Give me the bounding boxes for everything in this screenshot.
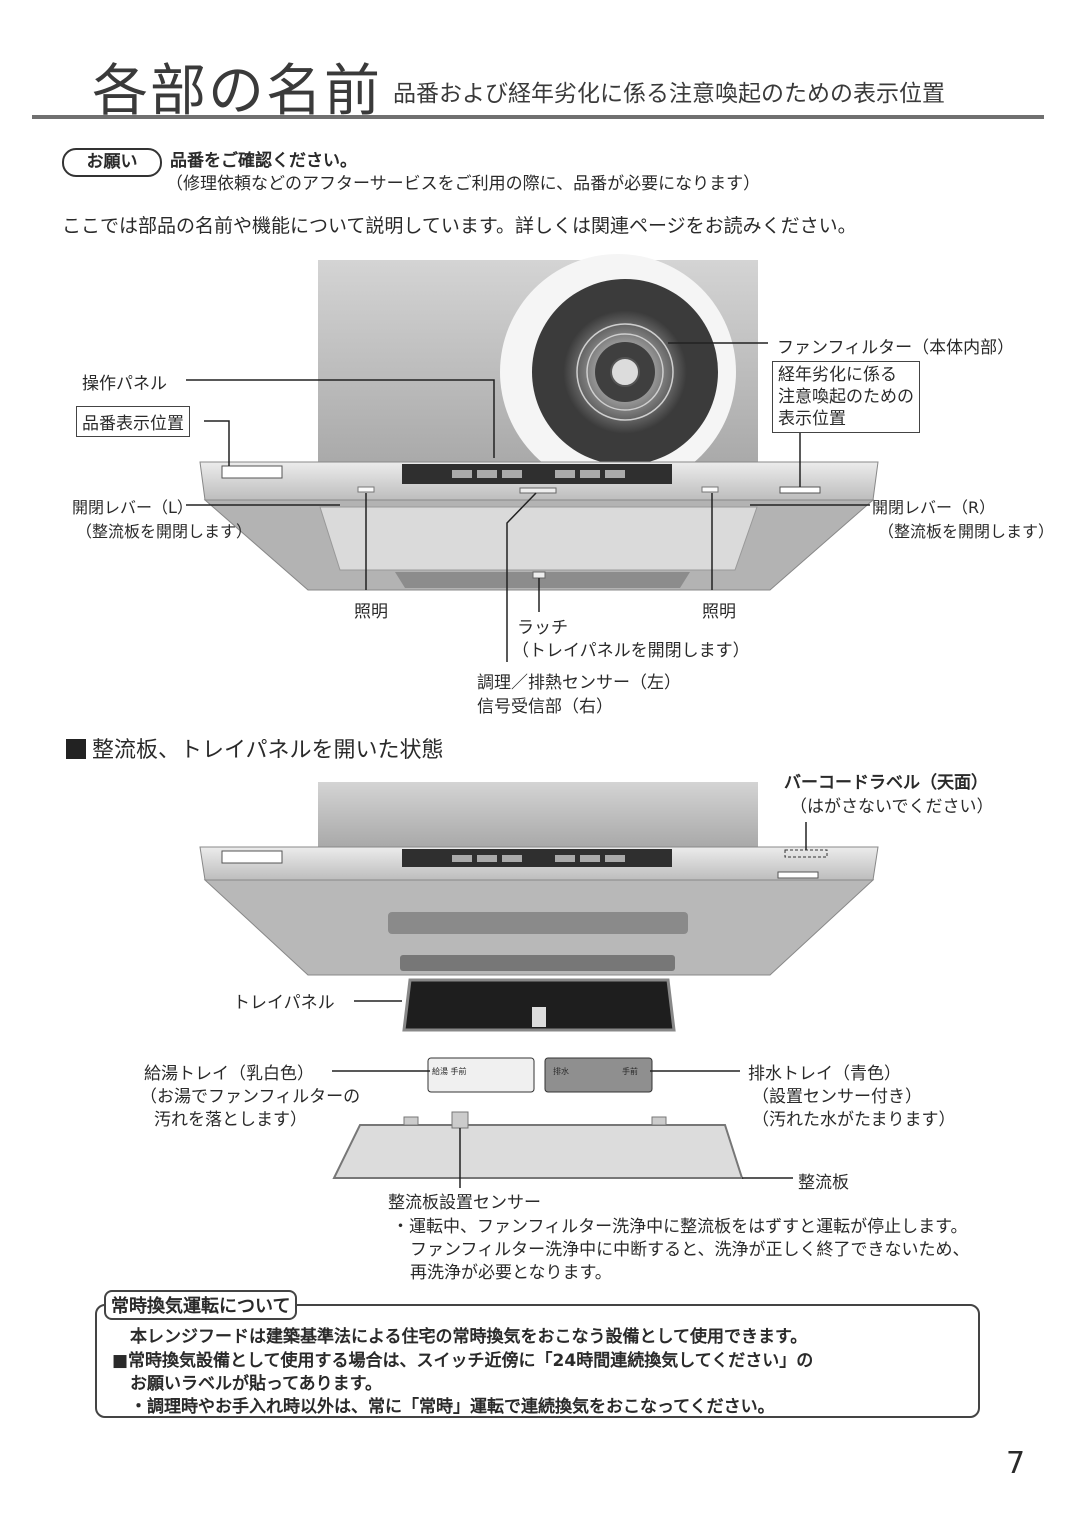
tray-text-hot: 給湯 手前 — [432, 1067, 467, 1076]
label-lever-l-note: （整流板を開閉します） — [76, 522, 253, 541]
page-title: 各部の名前 — [92, 59, 382, 124]
label-sensor-line1: 調理／排熱センサー（左） — [477, 673, 681, 693]
label-lever-r-note: （整流板を開閉します） — [878, 522, 1055, 541]
control-panel — [402, 464, 672, 484]
label-light-right: 照明 — [702, 602, 736, 622]
tray-text-drain-1: 排水 — [553, 1067, 569, 1076]
label-model-position: 品番表示位置 — [76, 406, 190, 437]
leader-lines-1 — [186, 342, 870, 662]
baffle-sensor-note3: 再洗浄が必要となります。 — [410, 1263, 612, 1283]
label-lever-r: 開閉レバー（R） — [872, 498, 996, 517]
label-fan-filter: ファンフィルター（本体内部） — [777, 338, 1015, 358]
label-control-panel: 操作パネル — [82, 374, 167, 394]
header-rule — [32, 115, 1044, 119]
label-lever-l: 開閉レバー（L） — [72, 498, 193, 517]
baffle-sensor-note1: ・運転中、ファンフィルター洗浄中に整流板をはずすと運転が停止します。 — [392, 1217, 968, 1237]
label-barcode: バーコードラベル（天面） — [784, 773, 988, 793]
label-hot-tray-note1: （お湯でファンフィルターの — [140, 1087, 361, 1107]
label-baffle: 整流板 — [798, 1173, 849, 1193]
aging-plate — [779, 486, 821, 494]
note-box — [95, 1304, 980, 1418]
sensor-window — [519, 487, 557, 494]
tray-text-drain-2: 手前 — [622, 1067, 638, 1076]
page-subtitle: 品番および経年劣化に係る注意喚起のための表示位置 — [393, 81, 945, 107]
fan-hub-icon — [610, 357, 640, 387]
label-drain-tray-note1: （設置センサー付き） — [752, 1087, 922, 1107]
light-right — [701, 486, 719, 493]
note-line4: ・調理時やお手入れ時以外は、常に「常時」運転で連続換気をおこなってください。 — [130, 1397, 775, 1417]
square-bullet-icon — [66, 739, 86, 759]
label-latch-note: （トレイパネルを開閉します） — [512, 641, 750, 661]
baffle-plate-removed — [332, 1124, 744, 1179]
page-number: 7 — [1006, 1446, 1026, 1481]
label-baffle-sensor: 整流板設置センサー — [388, 1193, 541, 1213]
note-tag: 常時換気運転について — [104, 1290, 298, 1320]
section-heading: 整流板、トレイパネルを開いた状態 — [66, 732, 444, 764]
label-tray-panel: トレイパネル — [233, 993, 335, 1013]
label-hot-tray-note2: 汚れを落とします） — [154, 1110, 307, 1130]
label-hot-tray: 給湯トレイ（乳白色） — [144, 1064, 314, 1084]
label-sensor-line2: 信号受信部（右） — [477, 697, 613, 717]
label-drain-tray-note2: （汚れた水がたまります） — [752, 1110, 956, 1130]
drain-tray — [544, 1057, 653, 1093]
label-drain-tray: 排水トレイ（青色） — [748, 1064, 901, 1084]
note-line2: ■常時換気設備として使用する場合は、スイッチ近傍に「24時間連続換気してください… — [112, 1351, 814, 1371]
light-left — [357, 486, 375, 493]
leader-lines-2 — [332, 822, 807, 1188]
label-latch: ラッチ — [517, 618, 568, 638]
baffle-plate — [319, 506, 758, 571]
latch — [532, 571, 546, 579]
note-line3: お願いラベルが貼ってあります。 — [130, 1374, 382, 1394]
baffle-sensor-note2: ファンフィルター洗浄中に中断すると、洗浄が正しく終了できないため、 — [410, 1240, 970, 1260]
hood-figure-closed — [199, 254, 879, 591]
label-light-left: 照明 — [354, 602, 388, 622]
hot-water-tray — [427, 1057, 535, 1093]
request-line1: 品番をご確認ください。 — [170, 151, 357, 171]
label-aging-position: 経年劣化に係る注意喚起のための表示位置 — [772, 361, 920, 433]
model-plate — [221, 465, 283, 479]
hood-figure-open — [199, 782, 879, 1179]
note-line1: 本レンジフードは建築基準法による住宅の常時換気をおこなう設備として使用できます。 — [130, 1327, 808, 1347]
intro-text: ここでは部品の名前や機能について説明しています。詳しくは関連ページをお読みくださ… — [62, 215, 857, 237]
request-line2: （修理依頼などのアフターサービスをご利用の際に、品番が必要になります） — [166, 174, 761, 194]
label-barcode-note: （はがさないでください） — [790, 797, 994, 817]
tray-panel — [402, 978, 676, 1032]
request-badge: お願い — [62, 148, 162, 177]
